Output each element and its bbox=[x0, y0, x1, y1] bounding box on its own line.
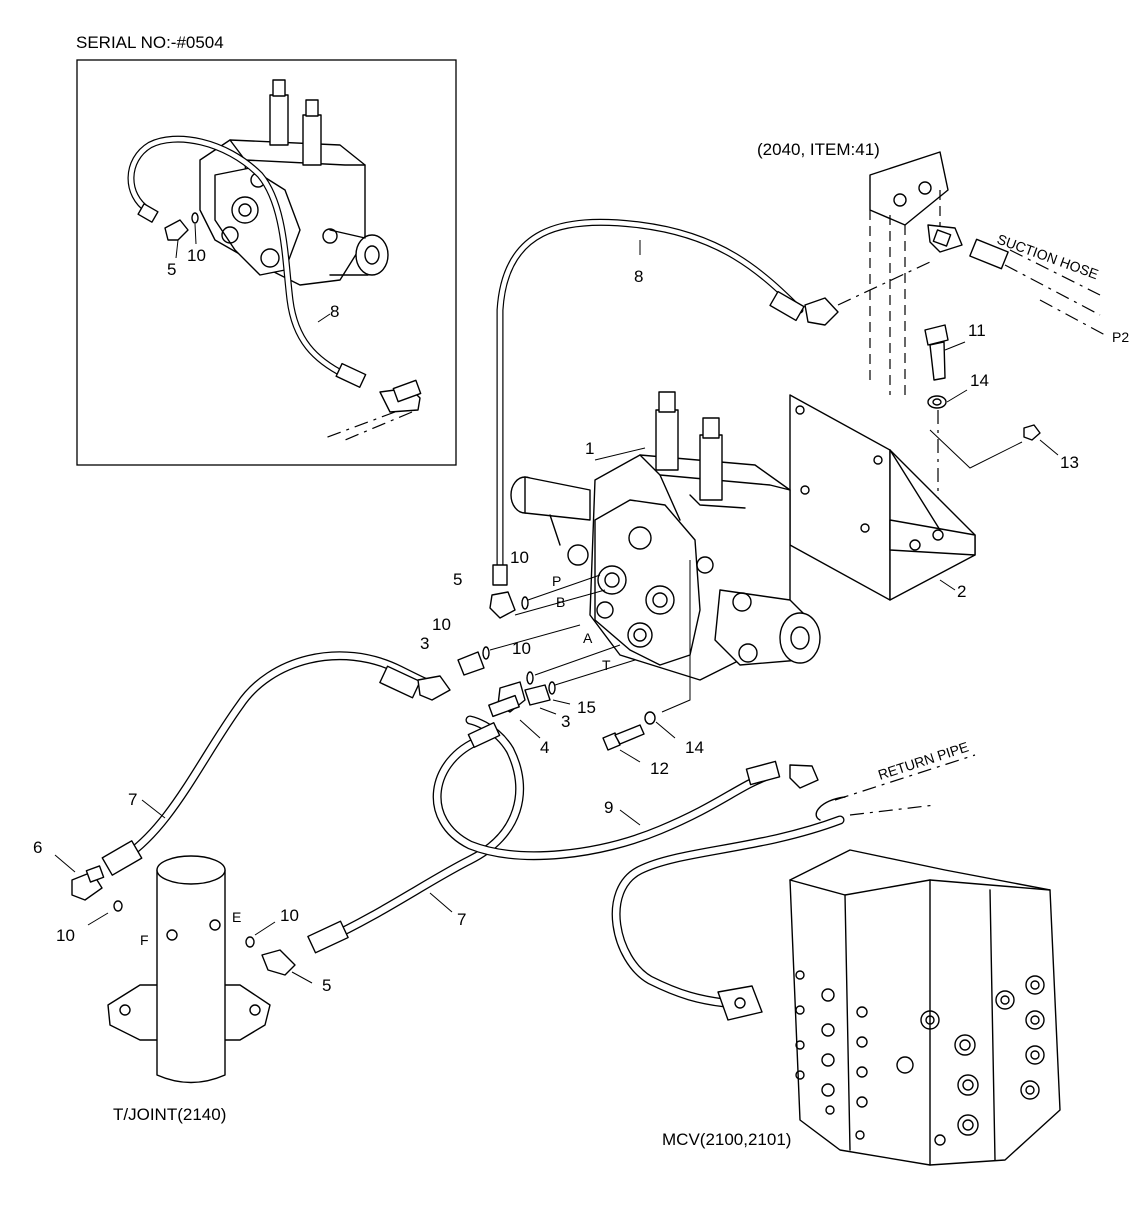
port-letter-b: B bbox=[556, 594, 565, 610]
main-control-valve: MCV(2100,2101) bbox=[662, 849, 1061, 1166]
fasteners-upper bbox=[924, 324, 1059, 535]
callout-tee: 4 bbox=[540, 738, 549, 757]
callout-elbow-f: 6 bbox=[33, 838, 42, 857]
suction-hose-caption: SUCTION HOSE bbox=[995, 231, 1101, 282]
callout-oring-p: 10 bbox=[510, 548, 529, 567]
turning-joint-caption: T/JOINT(2140) bbox=[113, 1105, 226, 1124]
inset-frame bbox=[76, 59, 457, 466]
serial-note: SERIAL NO:-#0504 bbox=[76, 33, 224, 52]
callout-nut: 13 bbox=[1060, 453, 1079, 472]
callout-numbers: 1 2 3 3 4 5 5 6 7 7 8 9 10 10 10 10 10 1… bbox=[33, 267, 1079, 995]
callout-connector-b: 3 bbox=[420, 634, 429, 653]
port-letter-a: A bbox=[583, 630, 593, 646]
callout-oring-a: 10 bbox=[512, 639, 531, 658]
p2-caption: P2 bbox=[1112, 329, 1129, 345]
port-letter-e: E bbox=[232, 909, 241, 925]
inset-callout-elbow: 5 bbox=[167, 260, 176, 279]
callout-elbow-e: 5 bbox=[322, 976, 331, 995]
hose-8 bbox=[492, 218, 931, 586]
callout-washer-upper: 14 bbox=[970, 371, 989, 390]
control-valve-1 bbox=[510, 391, 821, 713]
mcv-caption: MCV(2100,2101) bbox=[662, 1130, 791, 1149]
callout-hose-a: 7 bbox=[457, 910, 466, 929]
mounting-bracket-ref: (2040, ITEM:41) SUCTION HOSE P2 bbox=[757, 140, 1129, 395]
callout-oring-b: 10 bbox=[432, 615, 451, 634]
callout-connector-t: 3 bbox=[561, 712, 570, 731]
port-letter-f: F bbox=[140, 932, 149, 948]
callout-bolt-upper: 11 bbox=[968, 321, 986, 340]
callout-bracket: 2 bbox=[957, 582, 966, 601]
inset-callout-o-ring: 10 bbox=[187, 246, 206, 265]
callout-bolt-lower: 12 bbox=[650, 759, 669, 778]
callout-valve: 1 bbox=[585, 439, 594, 458]
callout-hose-p: 8 bbox=[634, 267, 643, 286]
port-fittings bbox=[457, 574, 676, 763]
callout-washer-lower: 14 bbox=[685, 738, 704, 757]
callout-hose-b: 7 bbox=[128, 790, 137, 809]
callout-hose-t: 9 bbox=[604, 798, 613, 817]
inset-panel: SERIAL NO:-#0504 bbox=[76, 33, 457, 466]
inset-valve bbox=[199, 79, 389, 286]
hose-7-b bbox=[101, 651, 451, 876]
turning-joint: F E T/JOINT(2140) bbox=[54, 854, 313, 1124]
callout-oring-e: 10 bbox=[280, 906, 299, 925]
inset-callout-hose: 8 bbox=[330, 302, 339, 321]
callout-elbow-p: 5 bbox=[453, 570, 462, 589]
callout-oring-t: 15 bbox=[577, 698, 596, 717]
bracket-2 bbox=[789, 394, 976, 601]
valve-port-letters: P B A T bbox=[552, 573, 611, 673]
hose-7-a-and-hose-9 bbox=[307, 715, 819, 954]
bracket-ref-caption: (2040, ITEM:41) bbox=[757, 140, 880, 159]
port-letter-p: P bbox=[552, 573, 561, 589]
port-letter-t: T bbox=[602, 657, 611, 673]
callout-oring-f: 10 bbox=[56, 926, 75, 945]
